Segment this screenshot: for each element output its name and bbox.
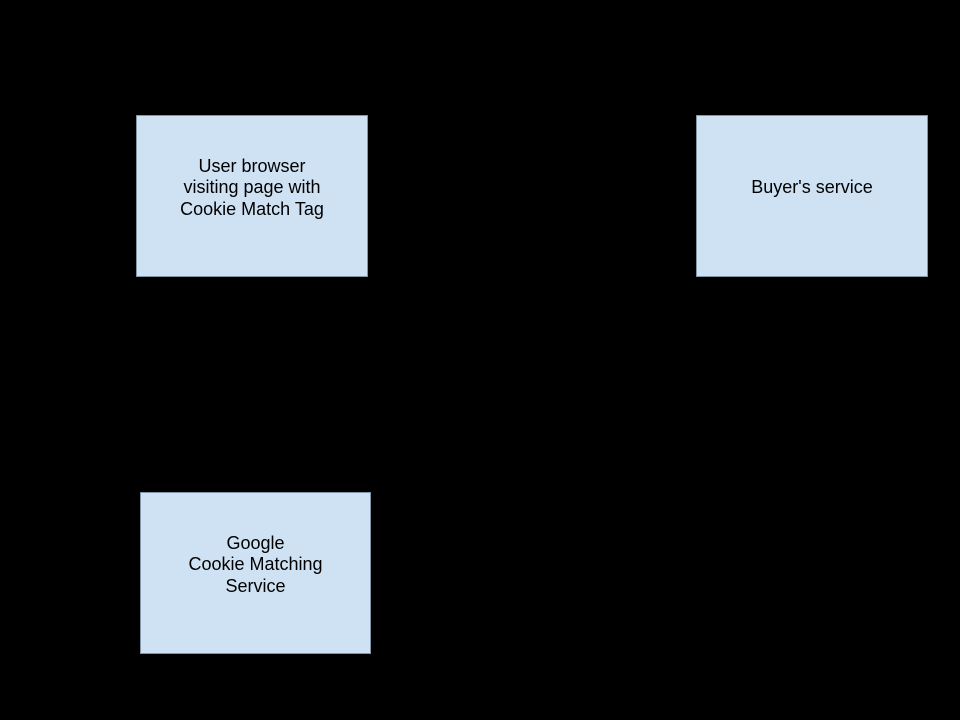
node-buyers-service: Buyer's service (696, 115, 928, 277)
node-user-browser: User browser visiting page with Cookie M… (136, 115, 368, 277)
node-user-browser-label: User browser visiting page with Cookie M… (180, 155, 324, 219)
node-buyers-service-label: Buyer's service (751, 177, 873, 198)
node-google-cookie-matching-service: Google Cookie Matching Service (140, 492, 371, 654)
node-google-cookie-matching-service-label: Google Cookie Matching Service (188, 532, 323, 596)
